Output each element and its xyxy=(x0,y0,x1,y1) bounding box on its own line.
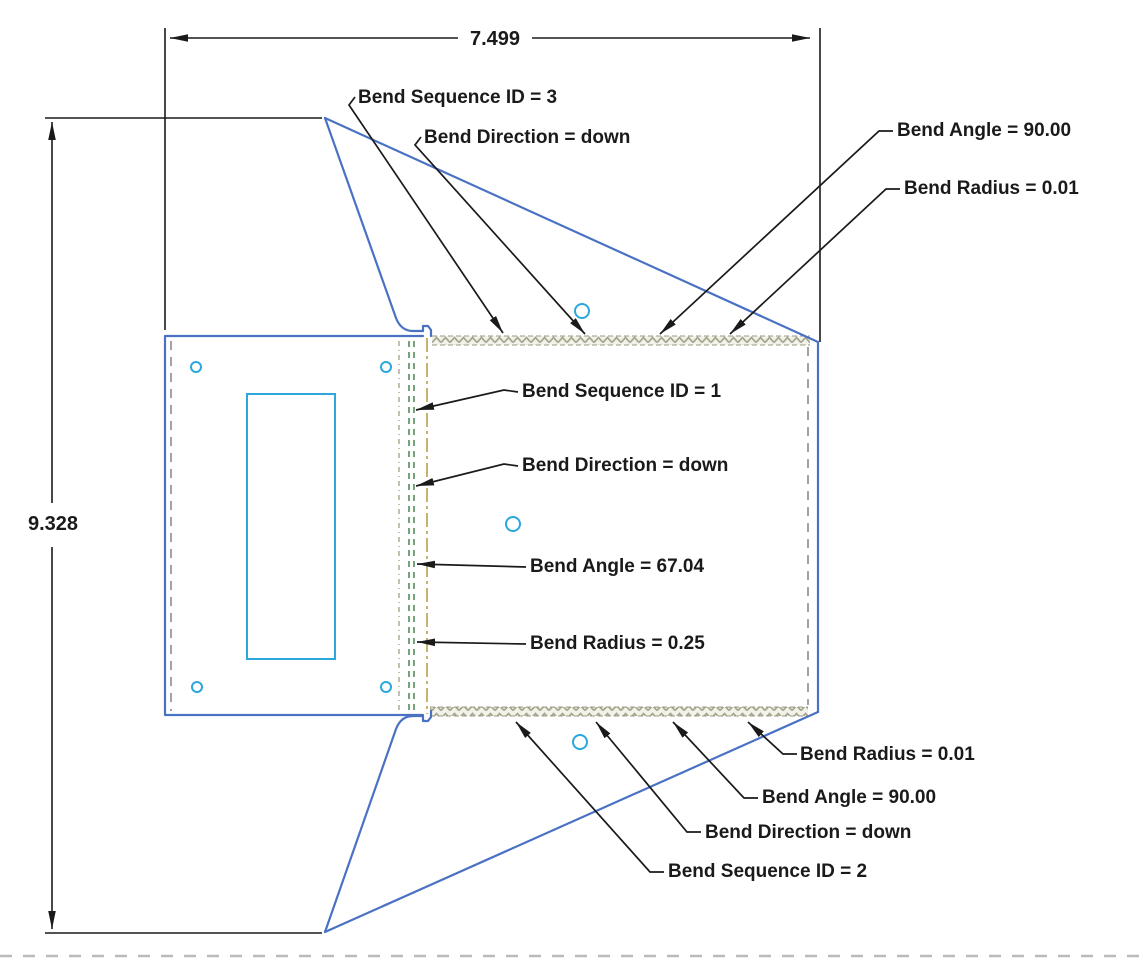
leader-bend1-sequence xyxy=(415,389,519,411)
leader-bend1-angle xyxy=(416,560,527,569)
label-bend3-direction: Bend Direction = down xyxy=(424,127,631,148)
bottom-flange-left-edge xyxy=(323,709,433,934)
part-features xyxy=(190,303,590,750)
bend-zone-3-hatch xyxy=(432,336,810,345)
label-bend3-angle: Bend Angle = 90.00 xyxy=(897,120,1072,141)
dimension-vertical xyxy=(45,117,322,934)
bottom-flange-hypotenuse xyxy=(323,710,820,934)
hidden-lines xyxy=(170,341,809,711)
bend-zone-1-lines xyxy=(398,338,428,714)
label-bend1-sequence: Bend Sequence ID = 1 xyxy=(522,381,722,402)
hole-bottom-flange xyxy=(572,734,588,750)
hole-center-panel xyxy=(505,516,521,532)
label-bend2-radius: Bend Radius = 0.01 xyxy=(800,744,975,765)
rect-cutout xyxy=(246,393,336,660)
leader-bend3-direction xyxy=(413,136,586,335)
leader-bend2-radius xyxy=(747,721,797,755)
leader-bend1-direction xyxy=(415,463,519,487)
dim-value-height: 9.328 xyxy=(17,513,89,535)
leader-bend3-sequence xyxy=(347,96,504,334)
label-bend3-sequence: Bend Sequence ID = 3 xyxy=(358,87,558,108)
part-outline xyxy=(163,116,820,934)
hole-top-left xyxy=(190,361,202,373)
label-bend2-direction: Bend Direction = down xyxy=(705,822,912,843)
label-bend1-radius: Bend Radius = 0.25 xyxy=(530,633,705,654)
dim-value-width: 7.499 xyxy=(460,28,530,50)
hole-top-right xyxy=(380,361,392,373)
dimension-horizontal xyxy=(164,28,821,342)
hole-top-flange xyxy=(574,303,590,319)
bend-zone-2-hatch xyxy=(430,707,808,716)
hole-bottom-left xyxy=(191,681,203,693)
base-panel-outline xyxy=(163,334,425,717)
label-bend3-radius: Bend Radius = 0.01 xyxy=(904,178,1079,199)
leader-bend1-radius xyxy=(416,638,527,647)
leader-bend3-angle xyxy=(659,130,893,335)
leader-bend2-sequence xyxy=(515,721,664,873)
leader-lines xyxy=(347,96,900,873)
label-bend2-angle: Bend Angle = 90.00 xyxy=(762,787,937,808)
top-flange-left-edge xyxy=(323,116,433,338)
hole-bottom-right xyxy=(380,681,392,693)
label-bend2-sequence: Bend Sequence ID = 2 xyxy=(668,861,868,882)
top-flange-hypotenuse xyxy=(323,116,820,344)
bend-zones xyxy=(430,335,810,717)
label-bend1-direction: Bend Direction = down xyxy=(522,455,729,476)
leader-bend3-radius xyxy=(729,188,900,335)
leader-bend2-angle xyxy=(672,721,758,799)
label-bend1-angle: Bend Angle = 67.04 xyxy=(530,556,705,577)
leader-bend2-direction xyxy=(595,721,701,833)
